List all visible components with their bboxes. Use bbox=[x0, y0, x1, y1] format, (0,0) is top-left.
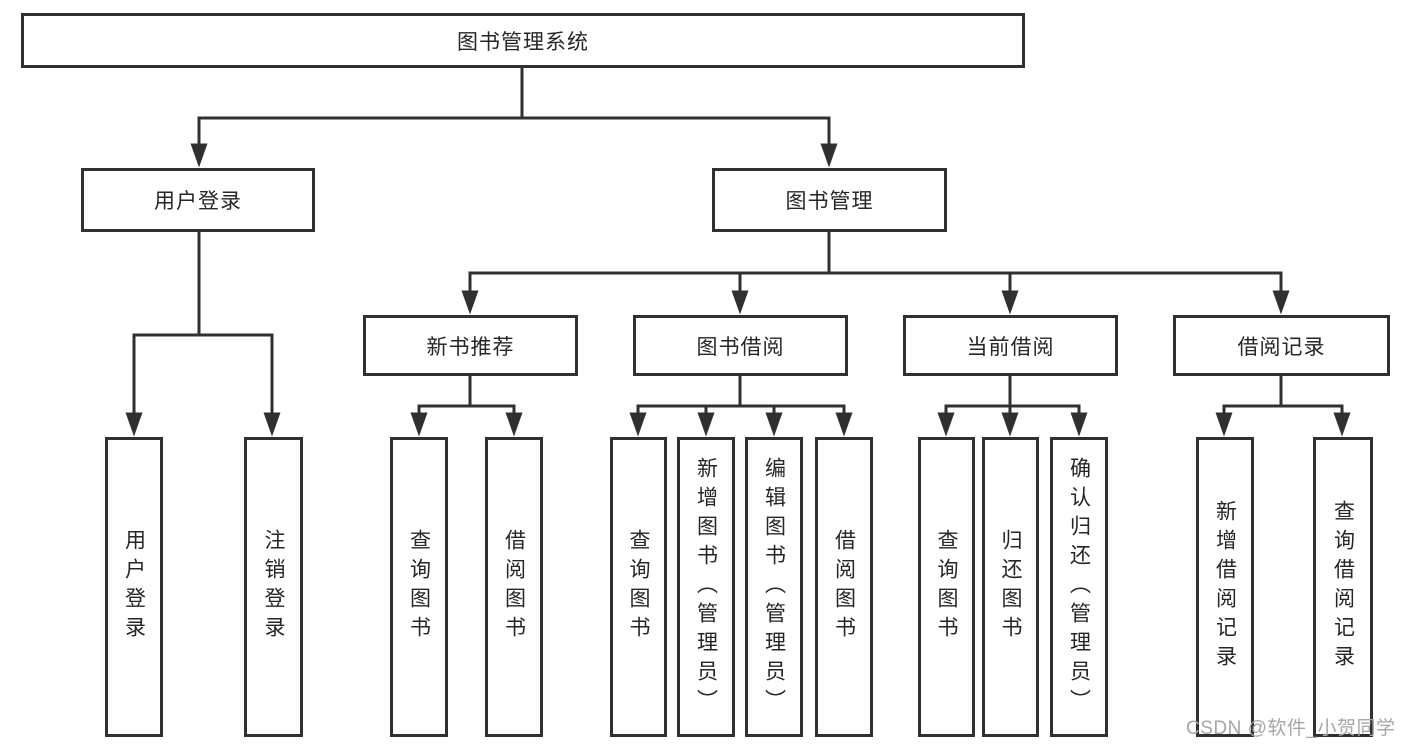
leaf-user-login: 用户登录 bbox=[105, 437, 163, 737]
node-user-login: 用户登录 bbox=[81, 168, 315, 232]
leaf-borrowing-edit-books-admin: 编辑图书（管理员） bbox=[745, 437, 803, 737]
node-book-management: 图书管理 bbox=[712, 168, 947, 232]
leaf-newbook-query-books: 查询图书 bbox=[390, 437, 448, 737]
node-new-book-recommendation: 新书推荐 bbox=[363, 315, 578, 376]
leaf-current-confirm-return-admin: 确认归还（管理员） bbox=[1050, 437, 1108, 737]
node-book-borrowing: 图书借阅 bbox=[633, 315, 848, 376]
leaf-borrowing-query-books: 查询图书 bbox=[610, 437, 667, 737]
node-current-borrowing: 当前借阅 bbox=[903, 315, 1118, 376]
leaf-records-add-record: 新增借阅记录 bbox=[1196, 437, 1254, 737]
csdn-watermark: CSDN @软件_小贺同学 bbox=[1186, 718, 1396, 739]
leaf-current-return-books: 归还图书 bbox=[982, 437, 1039, 737]
leaf-newbook-borrow-books: 借阅图书 bbox=[485, 437, 543, 737]
node-borrowing-records: 借阅记录 bbox=[1173, 315, 1390, 376]
node-library-management-system: 图书管理系统 bbox=[21, 13, 1025, 68]
leaf-current-query-books: 查询图书 bbox=[918, 437, 975, 737]
leaf-borrowing-borrow-books: 借阅图书 bbox=[815, 437, 873, 737]
leaf-borrowing-add-books-admin: 新增图书（管理员） bbox=[677, 437, 735, 737]
leaf-records-query-record: 查询借阅记录 bbox=[1313, 437, 1373, 737]
leaf-logout-login: 注销登录 bbox=[244, 437, 303, 737]
